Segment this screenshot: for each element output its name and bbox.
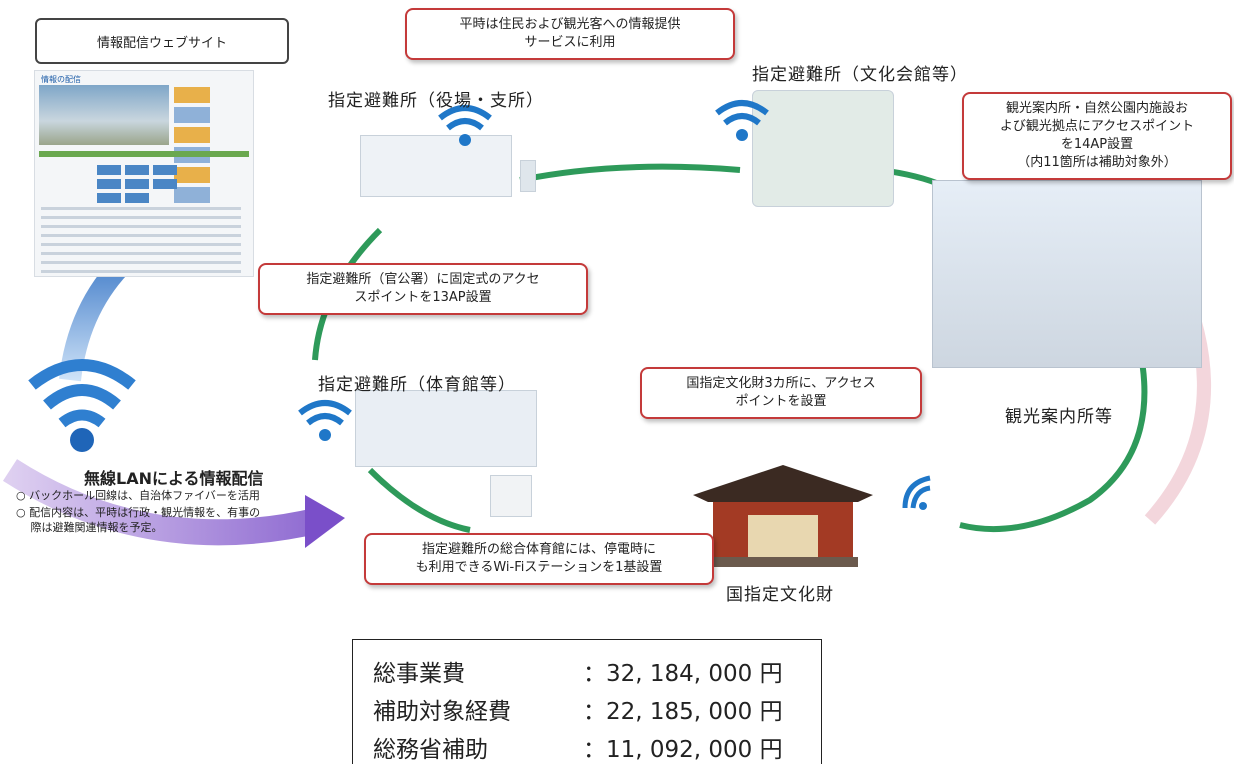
- wifi-gym-icon: [298, 400, 352, 441]
- label-tourist-center: 観光案内所等: [1005, 407, 1113, 427]
- label-gym: 指定避難所（体育館等）: [318, 375, 516, 395]
- cost-label-subsidy: 総務省補助: [373, 737, 488, 763]
- website-menu-tiles: [95, 163, 205, 205]
- office-antenna-image: [520, 160, 536, 192]
- website-screenshot: 情報の配信: [34, 70, 254, 277]
- wireless-bullet-1: ○ バックホール回線は、自治体ファイバーを活用: [16, 489, 260, 502]
- cost-row-total: 総事業費 ：32, 184, 000 円: [373, 654, 783, 688]
- callout-shelter-ap: 指定避難所（官公署）に固定式のアクセ スポイントを13AP設置: [258, 263, 588, 315]
- cost-label-eligible: 補助対象経費: [373, 699, 511, 725]
- website-nav-bar: [39, 151, 249, 157]
- wifi-station-image: [490, 475, 532, 517]
- website-title-box: 情報配信ウェブサイト: [35, 18, 289, 64]
- wifi-office-icon: [438, 105, 492, 146]
- cost-summary-box: 総事業費 ：32, 184, 000 円 補助対象経費 ：22, 185, 000 …: [352, 639, 822, 764]
- shrine-image: [693, 465, 873, 567]
- website-tile-grid: [172, 85, 250, 203]
- cost-label-total: 総事業費: [373, 661, 465, 687]
- label-office: 指定避難所（役場・支所）: [328, 91, 544, 111]
- website-logo-text: 情報の配信: [41, 75, 81, 84]
- website-title: 情報配信ウェブサイト: [96, 35, 227, 51]
- wireless-heading: 無線LANによる情報配信: [84, 469, 264, 488]
- cost-value-total: ：32, 184, 000 円: [583, 661, 783, 687]
- cost-row-subsidy: 総務省補助 ：11, 092, 000 円: [373, 730, 783, 764]
- callout-normal-use: 平時は住民および観光客への情報提供 サービスに利用: [405, 8, 735, 60]
- cost-row-eligible: 補助対象経費 ：22, 185, 000 円: [373, 692, 783, 726]
- label-cultural-property: 国指定文化財: [726, 585, 834, 605]
- wifi-large-icon: [28, 359, 136, 452]
- website-content-lines: [41, 201, 241, 276]
- tourist-center-image: [932, 180, 1202, 368]
- cost-value-subsidy: ：11, 092, 000 円: [583, 737, 783, 763]
- wifi-shrine-icon: [902, 475, 931, 510]
- callout-tourist-ap: 観光案内所・自然公園内施設お よび観光拠点にアクセスポイント を14AP設置 （…: [962, 92, 1232, 180]
- office-building-image: [360, 135, 512, 197]
- website-hero-image: [39, 85, 169, 145]
- gym-building-image: [355, 390, 537, 467]
- label-culture-hall: 指定避難所（文化会館等）: [752, 65, 968, 85]
- culture-hall-image: [752, 90, 894, 207]
- wireless-bullet-2: ○ 配信内容は、平時は行政・観光情報を、有事の 際は避難関連情報を予定。: [16, 506, 261, 534]
- wifi-hall-icon: [715, 100, 769, 141]
- callout-gym-station: 指定避難所の総合体育館には、停電時に も利用できるWi-Fiステーションを1基設…: [364, 533, 714, 585]
- cost-value-eligible: ：22, 185, 000 円: [583, 699, 783, 725]
- callout-heritage-ap: 国指定文化財3カ所に、アクセス ポイントを設置: [640, 367, 922, 419]
